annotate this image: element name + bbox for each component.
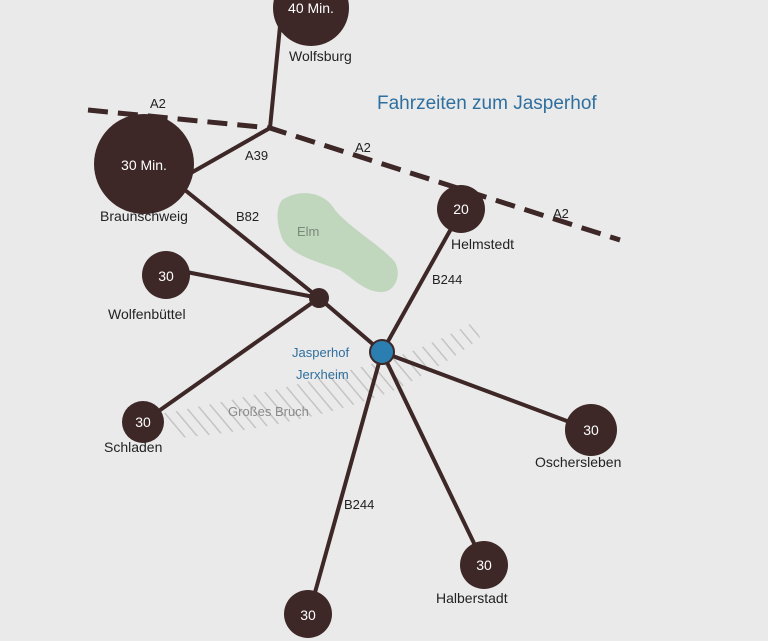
wolfsburg-label: Wolfsburg xyxy=(289,48,352,64)
helmstedt-node xyxy=(437,185,485,233)
road-b244-south xyxy=(307,351,384,615)
a39-label: A39 xyxy=(245,148,268,163)
b244-label-north: B244 xyxy=(432,272,462,287)
schladen-time: 30 xyxy=(135,414,151,430)
halberstadt-node xyxy=(460,541,508,589)
oschersleben-time: 30 xyxy=(583,422,599,438)
road-b244-helmstedt xyxy=(380,210,463,353)
grosses-bruch-label: Großes Bruch xyxy=(228,404,309,419)
south-city-time: 30 xyxy=(300,607,316,623)
south-city-node xyxy=(284,590,332,638)
schladen-label: Schladen xyxy=(104,439,162,455)
wolfsburg-time: 40 Min. xyxy=(288,0,334,16)
a2-label-right: A2 xyxy=(553,206,569,221)
hub-label-line1: Jasperhof xyxy=(292,345,349,360)
a2-label-mid: A2 xyxy=(355,140,371,155)
wolfenbuettel-label: Wolfenbüttel xyxy=(108,306,186,322)
wolfenbuettel-node xyxy=(142,251,190,299)
hub-label-line2: Jerxheim xyxy=(296,367,349,382)
braunschweig-node xyxy=(94,114,194,214)
helmstedt-label: Helmstedt xyxy=(451,236,514,252)
road-wolfenbuettel xyxy=(165,266,320,300)
road-schladen xyxy=(144,296,321,422)
road-b82-braunschweig xyxy=(173,180,321,300)
b82-label: B82 xyxy=(236,209,259,224)
a2-label-left: A2 xyxy=(150,96,166,111)
halberstadt-time: 30 xyxy=(476,557,492,573)
helmstedt-time: 20 xyxy=(453,201,469,217)
road-halberstadt xyxy=(380,351,486,565)
halberstadt-label: Halberstadt xyxy=(436,590,508,606)
wolfsburg-node xyxy=(273,0,349,46)
junction-node xyxy=(309,288,329,308)
wolfenbuettel-time: 30 xyxy=(158,268,174,284)
elm-label: Elm xyxy=(297,224,319,239)
road-oschersleben xyxy=(381,350,592,432)
road-b82-hub xyxy=(317,296,384,354)
schladen-node xyxy=(122,401,164,443)
elm-forest-area xyxy=(277,193,398,292)
braunschweig-label: Braunschweig xyxy=(100,208,188,224)
b244-label-south: B244 xyxy=(344,497,374,512)
map-title: Fahrzeiten zum Jasperhof xyxy=(377,93,597,114)
jasperhof-hub-node xyxy=(369,339,395,365)
braunschweig-time: 30 Min. xyxy=(121,157,167,173)
oschersleben-label: Oschersleben xyxy=(535,454,621,470)
grosses-bruch-area xyxy=(160,322,480,438)
oschersleben-node xyxy=(565,404,617,456)
